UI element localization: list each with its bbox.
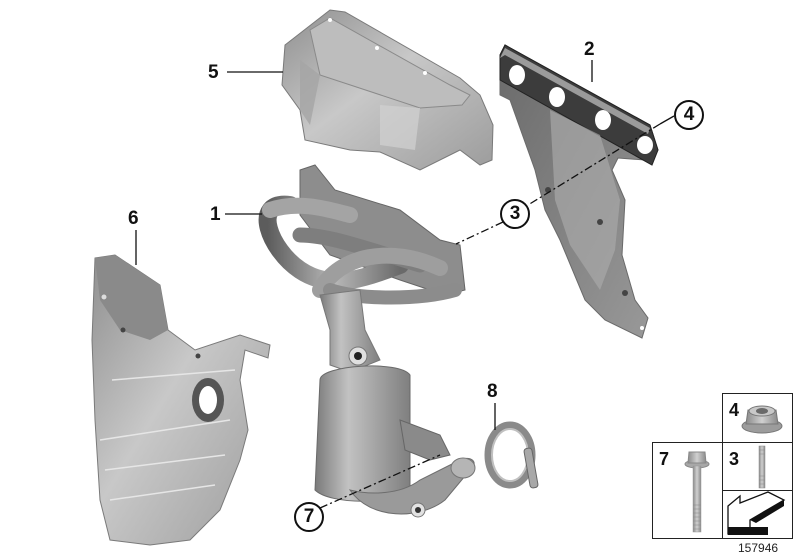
lower-heat-shield[interactable] [91,254,271,546]
legend-cell-bolt[interactable]: 7 [652,442,723,539]
legend-number: 4 [729,400,740,420]
legend-cell-stud[interactable]: 3 [722,442,793,491]
callout-2[interactable]: 2 [584,39,595,60]
legend-number: 7 [659,449,670,469]
legend-cell-arrow [722,490,793,539]
clamp-ring[interactable] [484,421,539,489]
callout-1[interactable]: 1 [210,204,221,225]
exhaust-manifold-catalytic-converter[interactable] [258,164,476,518]
callout-5[interactable]: 5 [208,62,219,83]
callout-6[interactable]: 6 [128,208,139,229]
callout-7-circled[interactable]: 7 [294,502,324,532]
legend-cell-nut[interactable]: 4 [722,393,793,443]
manifold-gasket-and-rear-shield[interactable] [499,44,659,339]
diagram-id-label: 157946 [738,541,779,555]
leader-lines [135,60,675,509]
upper-heat-shield[interactable] [281,9,494,171]
callout-3-circled[interactable]: 3 [500,199,530,229]
callout-8[interactable]: 8 [487,381,498,402]
callout-4-circled[interactable]: 4 [674,100,704,130]
legend-number: 3 [729,449,740,469]
